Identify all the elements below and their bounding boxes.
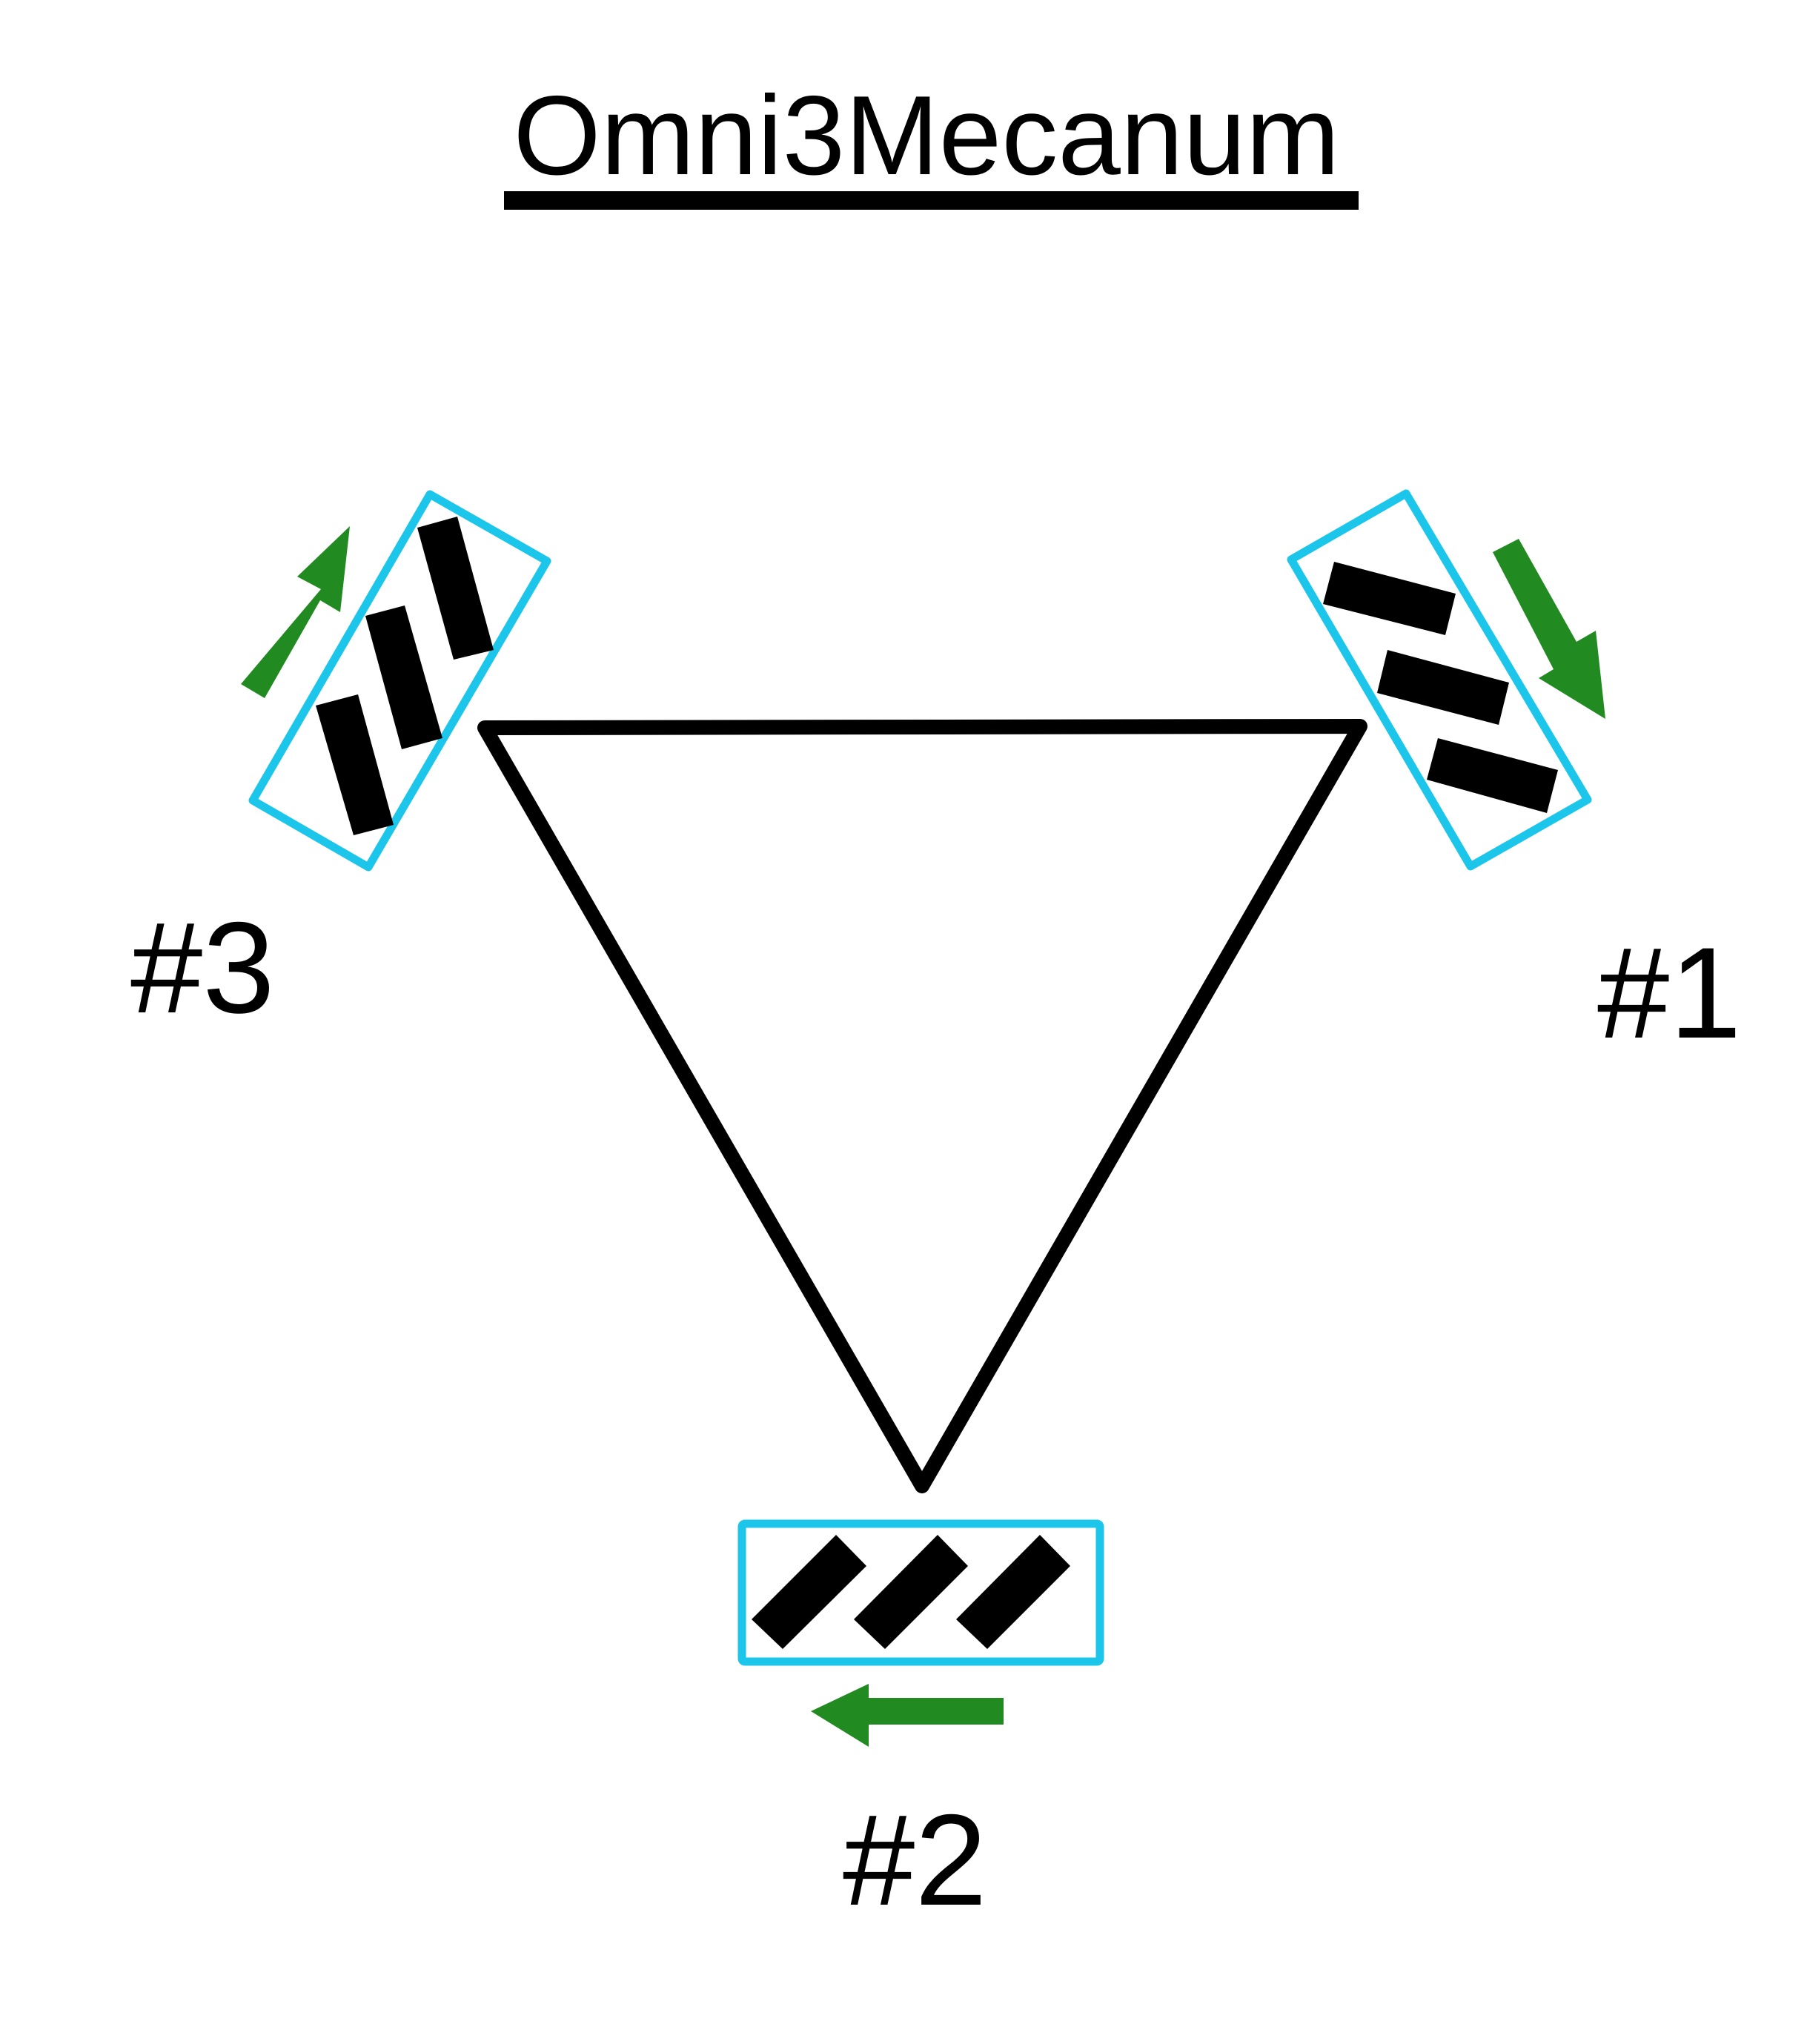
title-group: Omni3Mecanum xyxy=(504,73,1359,210)
wheel-3-arrow xyxy=(241,526,350,698)
wheel-2-roller xyxy=(956,1535,1070,1649)
wheel-2-arrow xyxy=(811,1684,1004,1747)
wheel-3-label: #3 xyxy=(130,896,275,1041)
wheel-3: #3 xyxy=(130,490,551,1041)
wheel-2: #2 xyxy=(737,1519,1104,1933)
title-underline xyxy=(504,191,1359,210)
wheel-2-label: #2 xyxy=(843,1788,987,1933)
wheel-1-roller xyxy=(1323,562,1456,635)
wheel-1-frame xyxy=(1287,489,1592,871)
chassis-triangle xyxy=(477,719,1367,1493)
wheel-1-roller xyxy=(1377,650,1509,725)
wheel-2-roller xyxy=(752,1535,866,1649)
wheel-3-frame xyxy=(248,490,551,872)
wheel-1-arrow xyxy=(1493,539,1605,719)
wheel-2-roller xyxy=(854,1535,968,1649)
diagram-title: Omni3Mecanum xyxy=(513,73,1339,199)
wheel-2-frame xyxy=(737,1519,1104,1666)
wheel-1-label: #1 xyxy=(1597,921,1742,1066)
wheel-3-roller xyxy=(365,605,442,749)
wheel-3-roller xyxy=(417,517,494,660)
wheel-1-roller xyxy=(1427,738,1558,813)
wheel-3-roller xyxy=(316,694,394,835)
wheel-1: #1 xyxy=(1287,489,1742,1066)
